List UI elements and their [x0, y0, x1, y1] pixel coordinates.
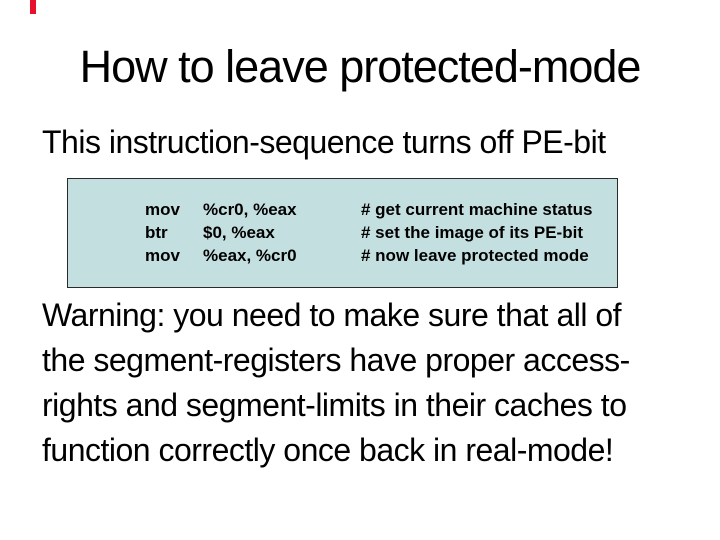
code-box: mov %cr0, %eax # get current machine sta…	[67, 178, 618, 288]
warning-line: function correctly once back in real-mod…	[42, 432, 614, 468]
code-mnemonic: mov	[145, 246, 180, 265]
code-operands: $0, %eax	[203, 223, 275, 242]
slide-subtitle: This instruction-sequence turns off PE-b…	[42, 124, 606, 160]
code-mnemonic: btr	[145, 223, 168, 242]
code-line: mov %cr0, %eax # get current machine sta…	[68, 198, 617, 221]
warning-line: the segment-registers have proper access…	[42, 342, 630, 378]
warning-paragraph: Warning: you need to make sure that all …	[42, 293, 630, 473]
code-operands: %cr0, %eax	[203, 200, 297, 219]
code-operands: %eax, %cr0	[203, 246, 297, 265]
code-comment: # now leave protected mode	[361, 246, 589, 265]
code-mnemonic: mov	[145, 200, 180, 219]
red-accent-dash-icon	[30, 0, 36, 14]
code-comment: # set the image of its PE-bit	[361, 223, 583, 242]
code-comment: # get current machine status	[361, 200, 593, 219]
code-line: btr $0, %eax # set the image of its PE-b…	[68, 221, 617, 244]
code-line: mov %eax, %cr0 # now leave protected mod…	[68, 244, 617, 267]
slide-title: How to leave protected-mode	[79, 41, 642, 92]
warning-line: rights and segment-limits in their cache…	[42, 387, 627, 423]
warning-line: Warning: you need to make sure that all …	[42, 297, 622, 333]
